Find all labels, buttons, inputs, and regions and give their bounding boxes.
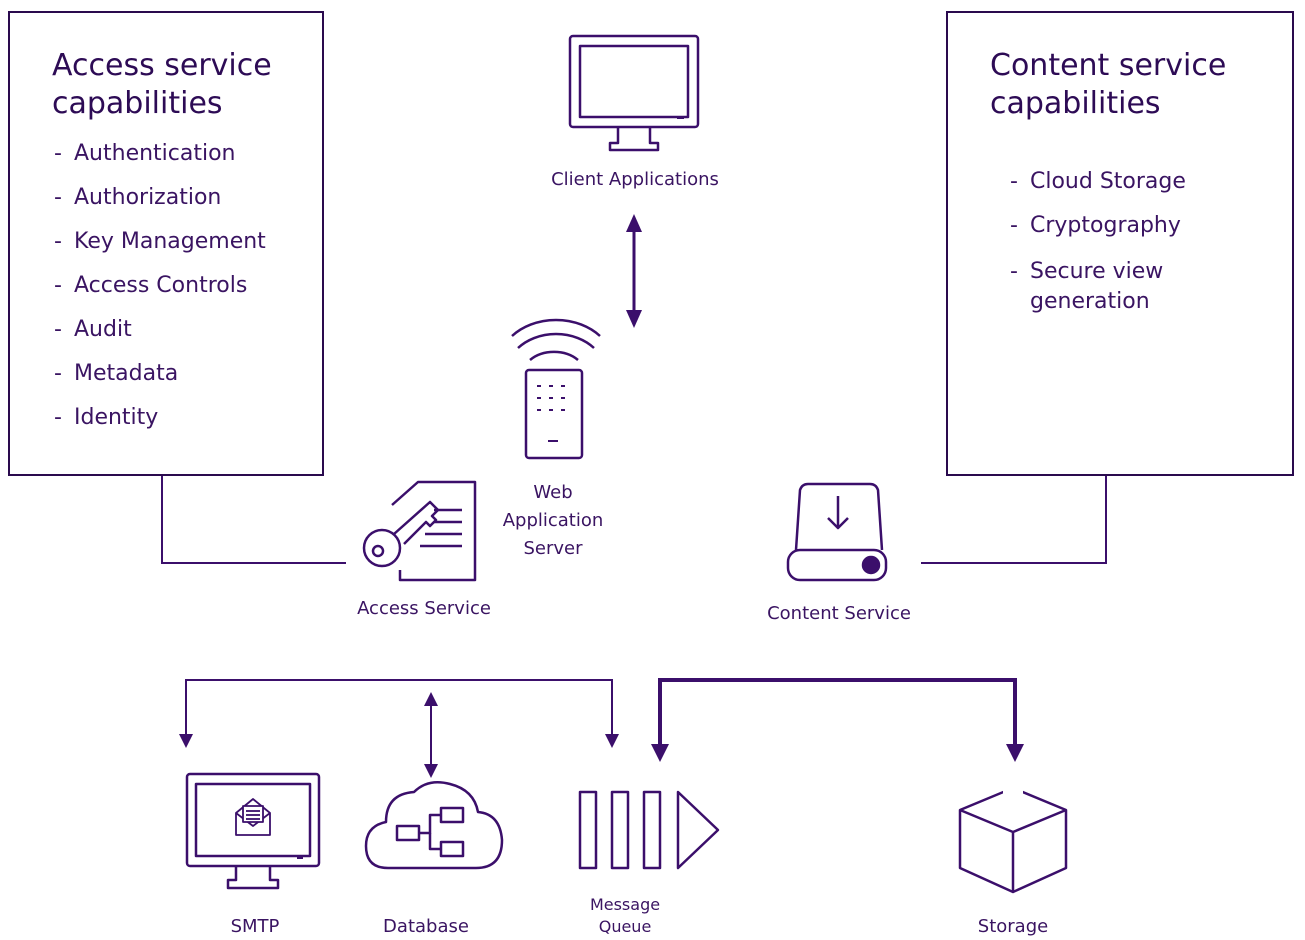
access-service-label: Access Service — [357, 598, 491, 619]
database-label: Database — [383, 916, 469, 937]
list-item: -Metadata — [54, 361, 179, 386]
list-item: -Authentication — [54, 141, 236, 166]
access-capabilities-panel: Access service capabilities -Authenticat… — [8, 11, 324, 476]
database-arrow — [424, 692, 438, 778]
message-queue-label: Message Queue — [589, 895, 661, 936]
client-webserver-arrow — [626, 214, 642, 328]
list-item: -Identity — [54, 405, 159, 430]
content-capabilities-panel: Content service capabilities -Cloud Stor… — [946, 11, 1294, 476]
content-capabilities-list: -Cloud Storage -Cryptography -Secure vie… — [1010, 169, 1186, 317]
key-document-icon — [362, 480, 477, 582]
list-item: -Authorization — [54, 185, 222, 210]
box-icon — [958, 770, 1068, 894]
content-bus-arrows — [651, 678, 1024, 762]
remote-device-icon — [511, 318, 601, 460]
web-application-server-label: Web Application Server — [502, 482, 604, 559]
content-capabilities-title: Content service capabilities — [990, 48, 1227, 121]
cloud-database-icon — [364, 781, 504, 870]
smtp-label: SMTP — [230, 916, 280, 937]
list-item: -Audit — [54, 317, 132, 342]
client-applications-label: Client Applications — [551, 169, 719, 190]
storage-label: Storage — [977, 916, 1049, 937]
content-panel-connector — [921, 476, 1107, 564]
access-capabilities-list: -Authentication -Authorization -Key Mana… — [54, 141, 266, 449]
list-item: -Cloud Storage — [1010, 169, 1186, 194]
message-queue-icon — [578, 790, 720, 870]
list-item: -Access Controls — [54, 273, 248, 298]
list-item: -Secure view generation — [1010, 259, 1164, 314]
monitor-icon — [568, 34, 700, 152]
content-service-label: Content Service — [767, 603, 911, 624]
list-item: -Key Management — [54, 229, 266, 254]
access-capabilities-title: Access service capabilities — [52, 48, 272, 121]
download-drive-icon — [786, 482, 888, 582]
access-bus-arrows — [179, 679, 619, 748]
access-panel-connector — [161, 476, 346, 564]
list-item: -Cryptography — [1010, 213, 1181, 238]
mail-monitor-icon — [185, 772, 321, 890]
